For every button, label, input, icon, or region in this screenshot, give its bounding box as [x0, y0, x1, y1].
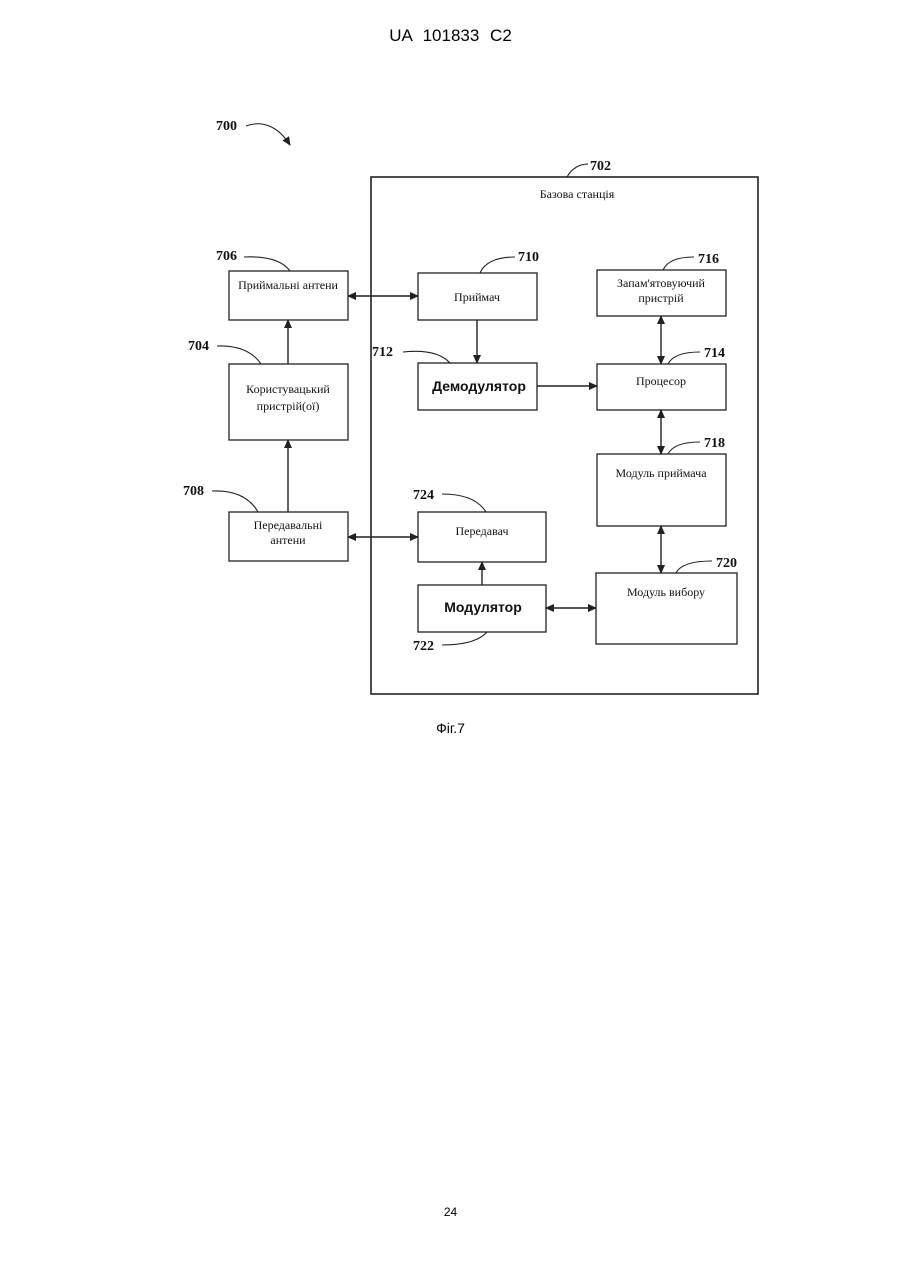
base-station-label: Базова станція — [540, 187, 615, 201]
ref-706: 706 — [216, 249, 237, 264]
processor-label: Процесор — [636, 374, 686, 388]
memory-label-line2: пристрій — [638, 291, 684, 305]
receiver-label: Приймач — [454, 290, 500, 304]
ref-708-leader — [212, 491, 258, 512]
transmit-antennas-label-line2: антени — [270, 533, 306, 547]
ref-706-leader — [244, 257, 290, 271]
user-devices-label-line1: Користувацький — [246, 382, 330, 396]
ref-710: 710 — [518, 250, 539, 265]
ref-720-leader — [676, 561, 712, 573]
selection-module-box — [596, 573, 737, 644]
ref-700: 700 — [216, 119, 237, 134]
ref-704: 704 — [188, 339, 209, 354]
selection-module-label: Модуль вибору — [627, 585, 705, 599]
user-devices-label-line2: пристрій(ої) — [257, 399, 320, 413]
ref-718-leader — [668, 442, 700, 454]
ref-722-leader — [442, 632, 487, 645]
ref-714: 714 — [704, 346, 725, 361]
ref-718: 718 — [704, 436, 725, 451]
ref-724-leader — [442, 494, 486, 512]
ref-712-leader — [403, 351, 450, 363]
ref-708: 708 — [183, 484, 204, 499]
receive-antennas-label: Приймальні антени — [238, 278, 338, 292]
ref-710-leader — [480, 257, 515, 273]
modulator-label: Модулятор — [444, 599, 522, 615]
ref-702: 702 — [590, 159, 611, 174]
receiver-module-box — [597, 454, 726, 526]
memory-label-line1: Запам'ятовуючий — [617, 276, 706, 290]
page-number: 24 — [0, 1205, 901, 1219]
ref-712: 712 — [372, 345, 393, 360]
ref-700-arrow — [246, 124, 290, 145]
ref-714-leader — [668, 352, 700, 364]
transmit-antennas-label-line1: Передавальні — [254, 518, 323, 532]
ref-702-leader — [567, 164, 588, 177]
ref-724: 724 — [413, 488, 434, 503]
ref-720: 720 — [716, 556, 737, 571]
transmitter-label: Передавач — [456, 524, 509, 538]
demodulator-label: Демодулятор — [432, 378, 526, 394]
figure-caption: Фіг.7 — [0, 720, 901, 736]
ref-716-leader — [663, 257, 694, 270]
ref-704-leader — [217, 346, 261, 364]
receiver-module-label: Модуль приймача — [615, 466, 707, 480]
ref-716: 716 — [698, 252, 719, 267]
ref-722: 722 — [413, 639, 434, 654]
